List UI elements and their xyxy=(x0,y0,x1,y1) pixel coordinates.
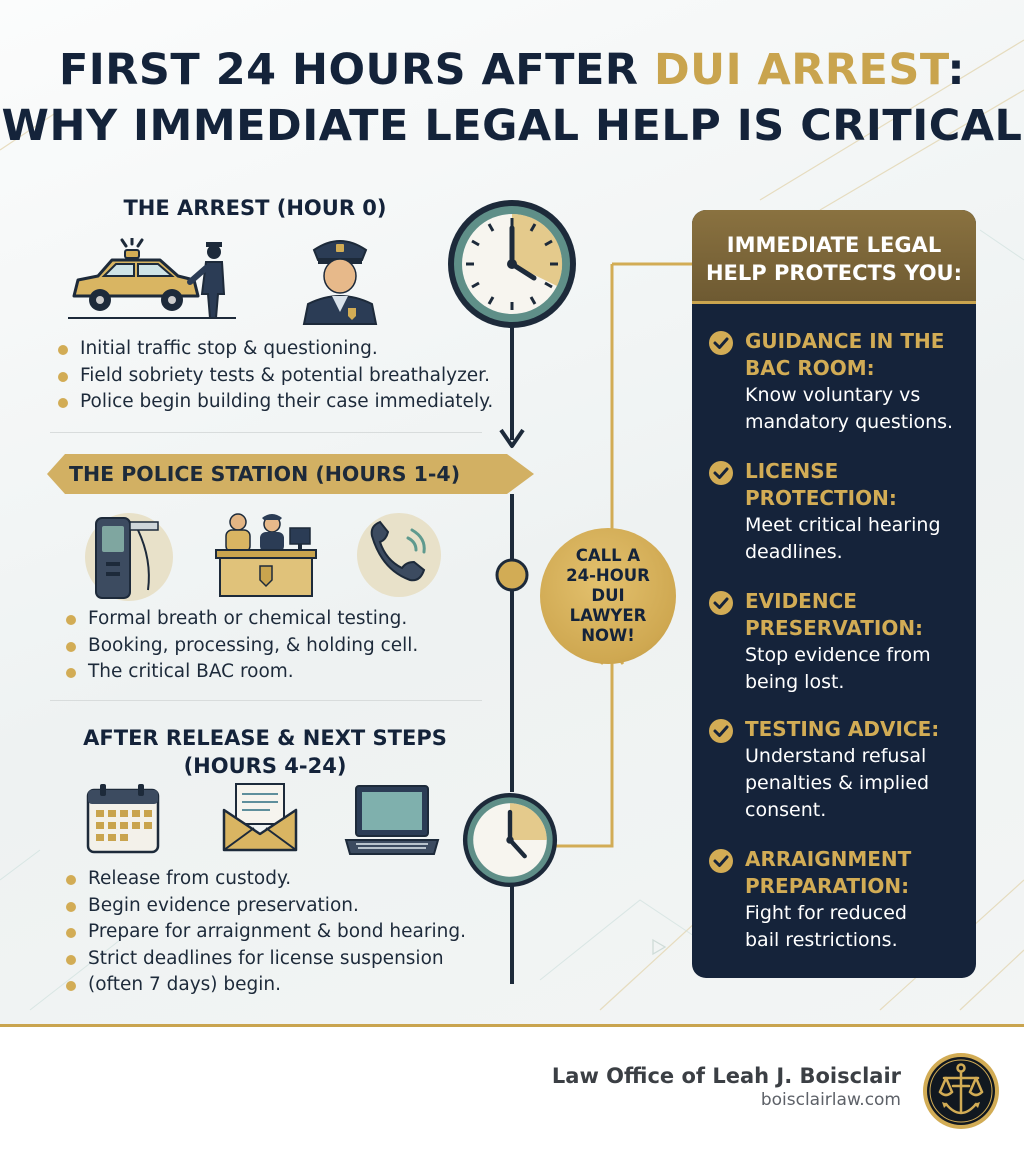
list-item: Police begin building their case immedia… xyxy=(56,389,493,416)
station-bullets: Formal breath or chemical testing. Booki… xyxy=(64,606,418,686)
police-officer-icon xyxy=(302,240,378,325)
list-item: Begin evidence preservation. xyxy=(64,893,466,920)
panel-heading: IMMEDIATE LEGAL HELP PROTECTS YOU: xyxy=(692,210,976,304)
release-heading: AFTER RELEASE & NEXT STEPS (HOURS 4-24) xyxy=(83,726,447,778)
list-item: Initial traffic stop & questioning. xyxy=(56,336,493,363)
list-item: Strict deadlines for license suspension xyxy=(64,946,466,973)
booking-desk-icon xyxy=(215,513,317,597)
divider xyxy=(50,700,482,701)
footer-divider xyxy=(0,1024,1024,1027)
clock-icon xyxy=(448,200,576,328)
footer xyxy=(0,1027,1024,1154)
divider xyxy=(50,432,482,433)
breathalyzer-icon xyxy=(85,513,173,601)
title-accent: DUI ARREST xyxy=(653,45,948,95)
infographic: FIRST 24 HOURS AFTER DUI ARREST: WHY IMM… xyxy=(0,0,1024,1030)
envelope-icon xyxy=(222,783,298,852)
list-item: Formal breath or chemical testing. xyxy=(64,606,418,633)
clock-icon xyxy=(462,792,558,888)
check-circle-icon xyxy=(709,461,733,485)
website-link[interactable]: boisclairlaw.com xyxy=(760,1090,901,1110)
arrest-bullets: Initial traffic stop & questioning. Fiel… xyxy=(56,336,493,416)
list-item: Release from custody. xyxy=(64,866,466,893)
list-item: Booking, processing, & holding cell. xyxy=(64,633,418,660)
station-heading-banner: THE POLICE STATION (HOURS 1-4) xyxy=(47,454,534,494)
list-item: Field sobriety tests & potential breatha… xyxy=(56,363,493,390)
arrest-heading: THE ARREST (HOUR 0) xyxy=(123,196,387,220)
release-bullets: Release from custody. Begin evidence pre… xyxy=(64,866,466,999)
firm-name: Law Office of Leah J. Boisclair xyxy=(551,1064,901,1088)
check-circle-icon xyxy=(709,849,733,873)
police-car-officer-icon xyxy=(68,238,236,319)
list-item: The critical BAC room. xyxy=(64,659,418,686)
check-circle-icon xyxy=(709,331,733,355)
page-title: FIRST 24 HOURS AFTER DUI ARREST: WHY IMM… xyxy=(1,45,1023,151)
check-circle-icon xyxy=(709,591,733,615)
calendar-icon xyxy=(86,784,160,854)
station-heading: THE POLICE STATION (HOURS 1-4) xyxy=(69,462,461,486)
check-circle-icon xyxy=(709,719,733,743)
laptop-icon xyxy=(344,785,440,855)
call-lawyer-badge: CALL A 24-HOUR DUI LAWYER NOW! xyxy=(540,528,676,664)
list-item-continuation: (often 7 days) begin. xyxy=(64,972,466,999)
scales-anchor-logo-icon xyxy=(923,1053,999,1129)
list-item: Prepare for arraignment & bond hearing. xyxy=(64,919,466,946)
legal-help-panel: IMMEDIATE LEGAL HELP PROTECTS YOU: GUIDA… xyxy=(692,210,976,978)
phone-icon xyxy=(357,513,441,597)
